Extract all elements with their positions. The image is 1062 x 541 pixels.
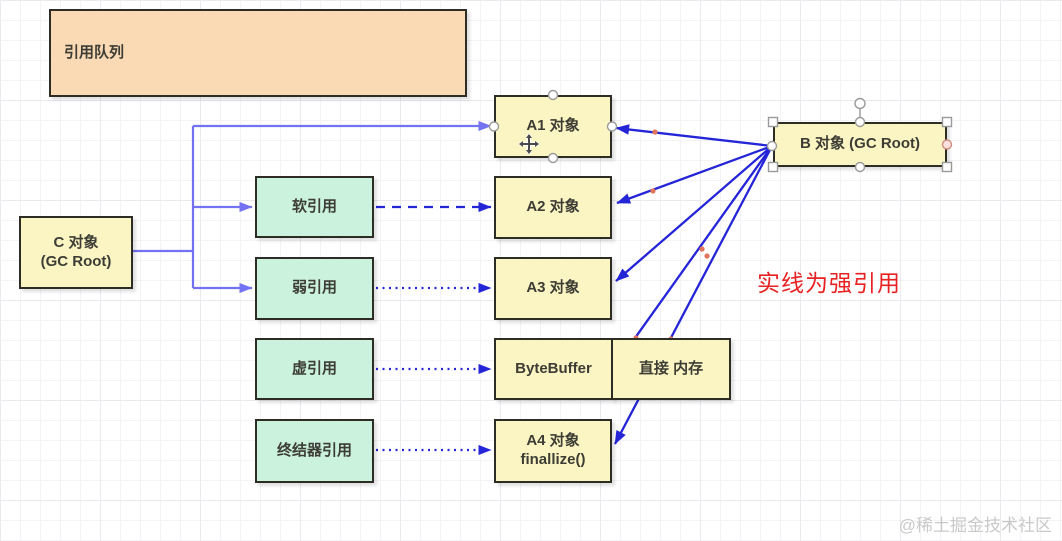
annotation-solid-line-strong-ref: 实线为强引用 xyxy=(757,270,901,296)
edge-waypoint-dots xyxy=(633,129,710,356)
node-bytebuffer[interactable]: ByteBuffer xyxy=(494,338,613,400)
edge-b-to-a3[interactable] xyxy=(615,145,773,282)
a1-connection-point-left[interactable] xyxy=(488,121,500,132)
b-connection-point-right[interactable] xyxy=(941,139,953,150)
b-resize-handle-s[interactable] xyxy=(854,161,866,173)
a1-connection-point-top[interactable] xyxy=(547,89,559,101)
node-a4-label-line1: A4 对象 xyxy=(526,432,580,450)
node-phantom-reference[interactable]: 虚引用 xyxy=(255,338,374,400)
watermark: @稀土掘金技术社区 xyxy=(898,516,1052,535)
edge-b-to-a2[interactable] xyxy=(616,144,773,205)
node-finalizer-label: 终结器引用 xyxy=(276,441,352,459)
node-weak-label: 弱引用 xyxy=(291,279,337,297)
node-a3-object[interactable]: A3 对象 xyxy=(494,257,612,320)
node-b-label: B 对象 (GC Root) xyxy=(800,135,920,153)
b-resize-handle-se[interactable] xyxy=(941,161,953,173)
b-resize-handle-nw[interactable] xyxy=(767,116,779,128)
node-c-label-line2: (GC Root) xyxy=(40,252,112,270)
node-direct-memory[interactable]: 直接 内存 xyxy=(611,338,731,400)
a1-connection-point-right[interactable] xyxy=(606,121,618,132)
b-resize-handle-ne[interactable] xyxy=(941,116,953,128)
node-a1-label: A1 对象 xyxy=(526,117,580,135)
node-reference-queue[interactable]: 引用队列 xyxy=(49,9,467,97)
b-rotate-handle[interactable] xyxy=(854,97,866,110)
edge-b-to-direct-memory[interactable] xyxy=(614,145,773,367)
node-c-object[interactable]: C 对象 (GC Root) xyxy=(19,216,133,289)
node-a3-label: A3 对象 xyxy=(526,279,580,297)
node-c-label-line1: C 对象 xyxy=(53,233,99,251)
node-b-object[interactable]: B 对象 (GC Root) xyxy=(773,122,947,167)
a1-connection-point-bottom[interactable] xyxy=(547,152,559,164)
node-soft-reference[interactable]: 软引用 xyxy=(255,176,374,238)
node-finalizer-reference[interactable]: 终结器引用 xyxy=(255,419,374,483)
node-soft-label: 软引用 xyxy=(291,197,337,215)
node-direct-memory-label: 直接 内存 xyxy=(638,359,704,377)
node-a1-object[interactable]: A1 对象 xyxy=(494,95,612,158)
edge-b-to-a1[interactable] xyxy=(615,124,773,148)
node-a2-label: A2 对象 xyxy=(526,198,580,216)
node-bytebuffer-label: ByteBuffer xyxy=(515,359,592,377)
b-resize-handle-n[interactable] xyxy=(854,116,866,128)
node-a4-object[interactable]: A4 对象 finallize() xyxy=(494,419,612,483)
node-a2-object[interactable]: A2 对象 xyxy=(494,176,612,239)
b-connection-point-left[interactable] xyxy=(766,140,778,152)
b-resize-handle-sw[interactable] xyxy=(767,161,779,173)
node-reference-queue-label: 引用队列 xyxy=(64,43,125,61)
node-weak-reference[interactable]: 弱引用 xyxy=(255,257,374,320)
node-a4-label-line2: finallize() xyxy=(520,451,586,468)
node-phantom-label: 虚引用 xyxy=(291,359,337,377)
